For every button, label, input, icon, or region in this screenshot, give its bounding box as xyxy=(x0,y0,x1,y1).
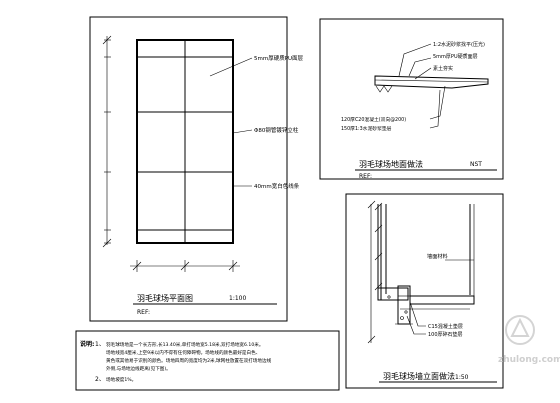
section-label-soil: 素土夯实 xyxy=(433,65,453,72)
section-nts: NST xyxy=(470,161,482,168)
plan-label-surface: 5mm厚硬质PU面层 xyxy=(254,54,304,62)
section-title: 羽毛球场地面做法 xyxy=(359,159,423,169)
detail-leader-gravel xyxy=(406,315,426,335)
section-label-gravel: 150厚1:3水泥砂浆垫层 xyxy=(341,125,392,132)
watermark: zhulong.com xyxy=(498,315,560,365)
notes-item1-line4: 外侧,与场地边线距离(见下图)。 xyxy=(106,365,171,372)
plan-frame xyxy=(89,16,288,322)
plan-label-line: 40mm宽白色线条 xyxy=(254,182,300,190)
watermark-text: zhulong.com xyxy=(498,355,560,365)
plan-dimension-left xyxy=(102,35,112,248)
notes-frame xyxy=(75,330,340,391)
section-frame xyxy=(319,18,504,180)
notes-item2-text: 场地坡度1%。 xyxy=(106,376,136,383)
detail-foundation xyxy=(377,285,475,325)
section-leader-pu xyxy=(408,57,432,77)
notes-box: 说明: 1、 羽毛球场地是一个长方形,长13.40米,单打场地宽5.18米,双打… xyxy=(75,330,340,391)
plan-leader-post xyxy=(232,129,253,134)
detail-label-material: 墙面材料 xyxy=(427,252,448,260)
section-label-concrete: 120厚C20混凝土(双向@200) xyxy=(341,116,406,123)
notes-item1-line3: 黄色或其他易于识别的颜色。场地四周的宽度均为2米,球网柱放置在双打场地边线 xyxy=(106,357,272,364)
detail-title: 羽毛球场墙立面做法 xyxy=(383,371,455,381)
section-sheet: 1:2水泥砂浆找平(压光) 5mm厚PU硬质面层 素土夯实 120厚C20混凝土… xyxy=(319,18,504,180)
detail-scale: 1:50 xyxy=(455,374,469,381)
plan-dimension-bottom xyxy=(130,260,240,272)
plan-scale: 1:100 xyxy=(229,295,246,302)
section-leader-soil xyxy=(414,67,432,80)
section-slab xyxy=(374,75,489,93)
plan-leader-surface xyxy=(209,57,253,77)
watermark-logo xyxy=(505,315,535,345)
plan-court xyxy=(136,39,234,244)
notes-item1-text: 羽毛球场地是一个长方形,长13.40米,单打场地宽5.18米,双打场地宽6.10… xyxy=(106,341,263,348)
detail-frame xyxy=(345,193,504,389)
plan-label-post: Φ80钢管镀锌立柱 xyxy=(254,126,299,134)
notes-item1-line2: 场地线宽4厘米,上空9米以内不得有任何障碍物。场地线的颜色最好是白色、 xyxy=(106,349,260,356)
section-label-finish: 1:2水泥砂浆找平(压光) xyxy=(433,41,485,48)
detail-label-c15: C15混凝土垫层 xyxy=(428,323,463,330)
section-leader-concrete xyxy=(429,85,446,120)
detail-wall xyxy=(367,200,475,344)
notes-heading: 说明: xyxy=(80,340,94,348)
detail-leader-c15 xyxy=(409,301,426,327)
section-leader-gravel xyxy=(429,89,441,129)
plan-title: 羽毛球场平面图 xyxy=(137,293,193,303)
plan-sheet: 5mm厚硬质PU面层 Φ80钢管镀锌立柱 40mm宽白色线条 羽毛球场平面图 1… xyxy=(89,16,304,322)
notes-item1-num: 1、 xyxy=(95,341,105,348)
notes-item2-num: 2、 xyxy=(95,376,105,383)
detail-sheet: 墙面材料 C15混凝土垫层 100厚碎石垫层 羽毛球场墙立面做法 1:50 xyxy=(345,193,504,389)
section-leader-finish xyxy=(398,43,432,77)
section-ref: REF: xyxy=(359,173,372,180)
detail-label-gravel: 100厚碎石垫层 xyxy=(428,331,463,338)
section-label-pu: 5mm厚PU硬质面层 xyxy=(433,53,478,60)
plan-ref: REF: xyxy=(137,309,150,316)
